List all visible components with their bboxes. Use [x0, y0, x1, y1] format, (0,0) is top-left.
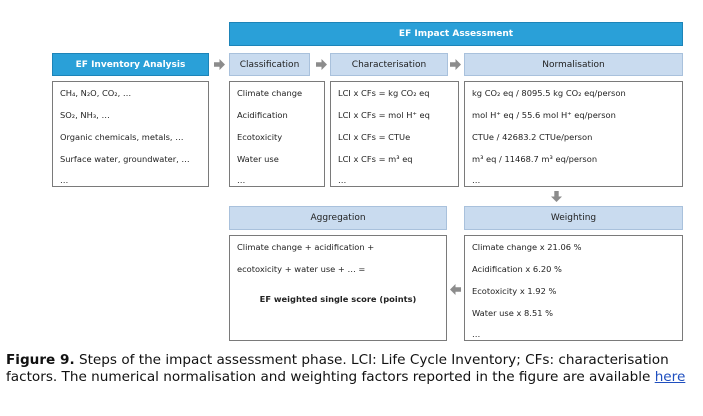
impact-assessment-title: EF Impact Assessment — [398, 29, 514, 39]
characterisation-item-5: … — [338, 175, 347, 185]
characterisation-item-1: LCI x CFs = kg CO₂ eq — [338, 88, 430, 98]
inventory-item-4: Surface water, groundwater, … — [60, 154, 190, 164]
weighting-title: Weighting — [550, 213, 597, 223]
classification-item-2: Acidification — [237, 110, 288, 120]
weighting-box: Climate change x 21.06 % Acidification x… — [464, 235, 683, 341]
weighting-header: Weighting — [464, 206, 683, 230]
impact-assessment-header: EF Impact Assessment — [229, 22, 683, 46]
arrow-down-icon — [551, 191, 562, 202]
arrow-left-icon — [450, 284, 461, 295]
inventory-item-3: Organic chemicals, metals, … — [60, 132, 184, 142]
aggregation-line-1: Climate change + acidification + — [237, 242, 375, 252]
classification-box: Climate change Acidification Ecotoxicity… — [229, 81, 325, 187]
aggregation-box: Climate change + acidification + ecotoxi… — [229, 235, 447, 341]
caption-label: Figure 9. — [6, 352, 75, 368]
inventory-item-2: SO₂, NH₃, … — [60, 110, 110, 120]
inventory-analysis-box: CH₄, N₂O, CO₂, … SO₂, NH₃, … Organic che… — [52, 81, 209, 187]
aggregation-title: Aggregation — [310, 213, 366, 223]
classification-header: Classification — [229, 53, 310, 76]
arrow-right-icon — [214, 59, 225, 70]
classification-item-4: Water use — [237, 154, 279, 164]
weighting-item-2: Acidification x 6.20 % — [472, 264, 562, 274]
aggregation-result: EF weighted single score (points) — [259, 294, 417, 304]
normalisation-item-4: m³ eq / 11468.7 m³ eq/person — [472, 154, 598, 164]
inventory-analysis-header: EF Inventory Analysis — [52, 53, 209, 76]
classification-title: Classification — [239, 59, 300, 70]
normalisation-item-1: kg CO₂ eq / 8095.5 kg CO₂ eq/person — [472, 88, 626, 98]
figure-caption: Figure 9. Steps of the impact assessment… — [6, 352, 701, 386]
weighting-item-1: Climate change x 21.06 % — [472, 242, 582, 252]
classification-item-1: Climate change — [237, 88, 303, 98]
normalisation-title: Normalisation — [542, 59, 605, 70]
arrow-right-icon — [450, 59, 461, 70]
normalisation-item-2: mol H⁺ eq / 55.6 mol H⁺ eq/person — [472, 110, 616, 120]
arrow-right-icon — [316, 59, 327, 70]
inventory-item-1: CH₄, N₂O, CO₂, … — [60, 88, 132, 98]
normalisation-box: kg CO₂ eq / 8095.5 kg CO₂ eq/person mol … — [464, 81, 683, 187]
weighting-item-4: Water use x 8.51 % — [472, 308, 554, 318]
aggregation-line-2: ecotoxicity + water use + … = — [237, 264, 366, 274]
inventory-item-5: … — [60, 175, 69, 185]
aggregation-header: Aggregation — [229, 206, 447, 230]
inventory-analysis-title: EF Inventory Analysis — [75, 59, 186, 70]
normalisation-header: Normalisation — [464, 53, 683, 76]
classification-item-3: Ecotoxicity — [237, 132, 283, 142]
characterisation-item-4: LCI x CFs = m³ eq — [338, 154, 413, 164]
weighting-item-5: … — [472, 329, 481, 339]
characterisation-box: LCI x CFs = kg CO₂ eq LCI x CFs = mol H⁺… — [330, 81, 459, 187]
characterisation-header: Characterisation — [330, 53, 448, 76]
normalisation-item-5: … — [472, 175, 481, 185]
weighting-item-3: Ecotoxicity x 1.92 % — [472, 286, 557, 296]
caption-link[interactable]: here — [654, 369, 686, 385]
characterisation-item-3: LCI x CFs = CTUe — [338, 132, 411, 142]
normalisation-item-3: CTUe / 42683.2 CTUe/person — [472, 132, 593, 142]
characterisation-item-2: LCI x CFs = mol H⁺ eq — [338, 110, 430, 120]
caption-text: Steps of the impact assessment phase. LC… — [6, 352, 669, 385]
classification-item-5: … — [237, 175, 246, 185]
characterisation-title: Characterisation — [351, 59, 427, 70]
